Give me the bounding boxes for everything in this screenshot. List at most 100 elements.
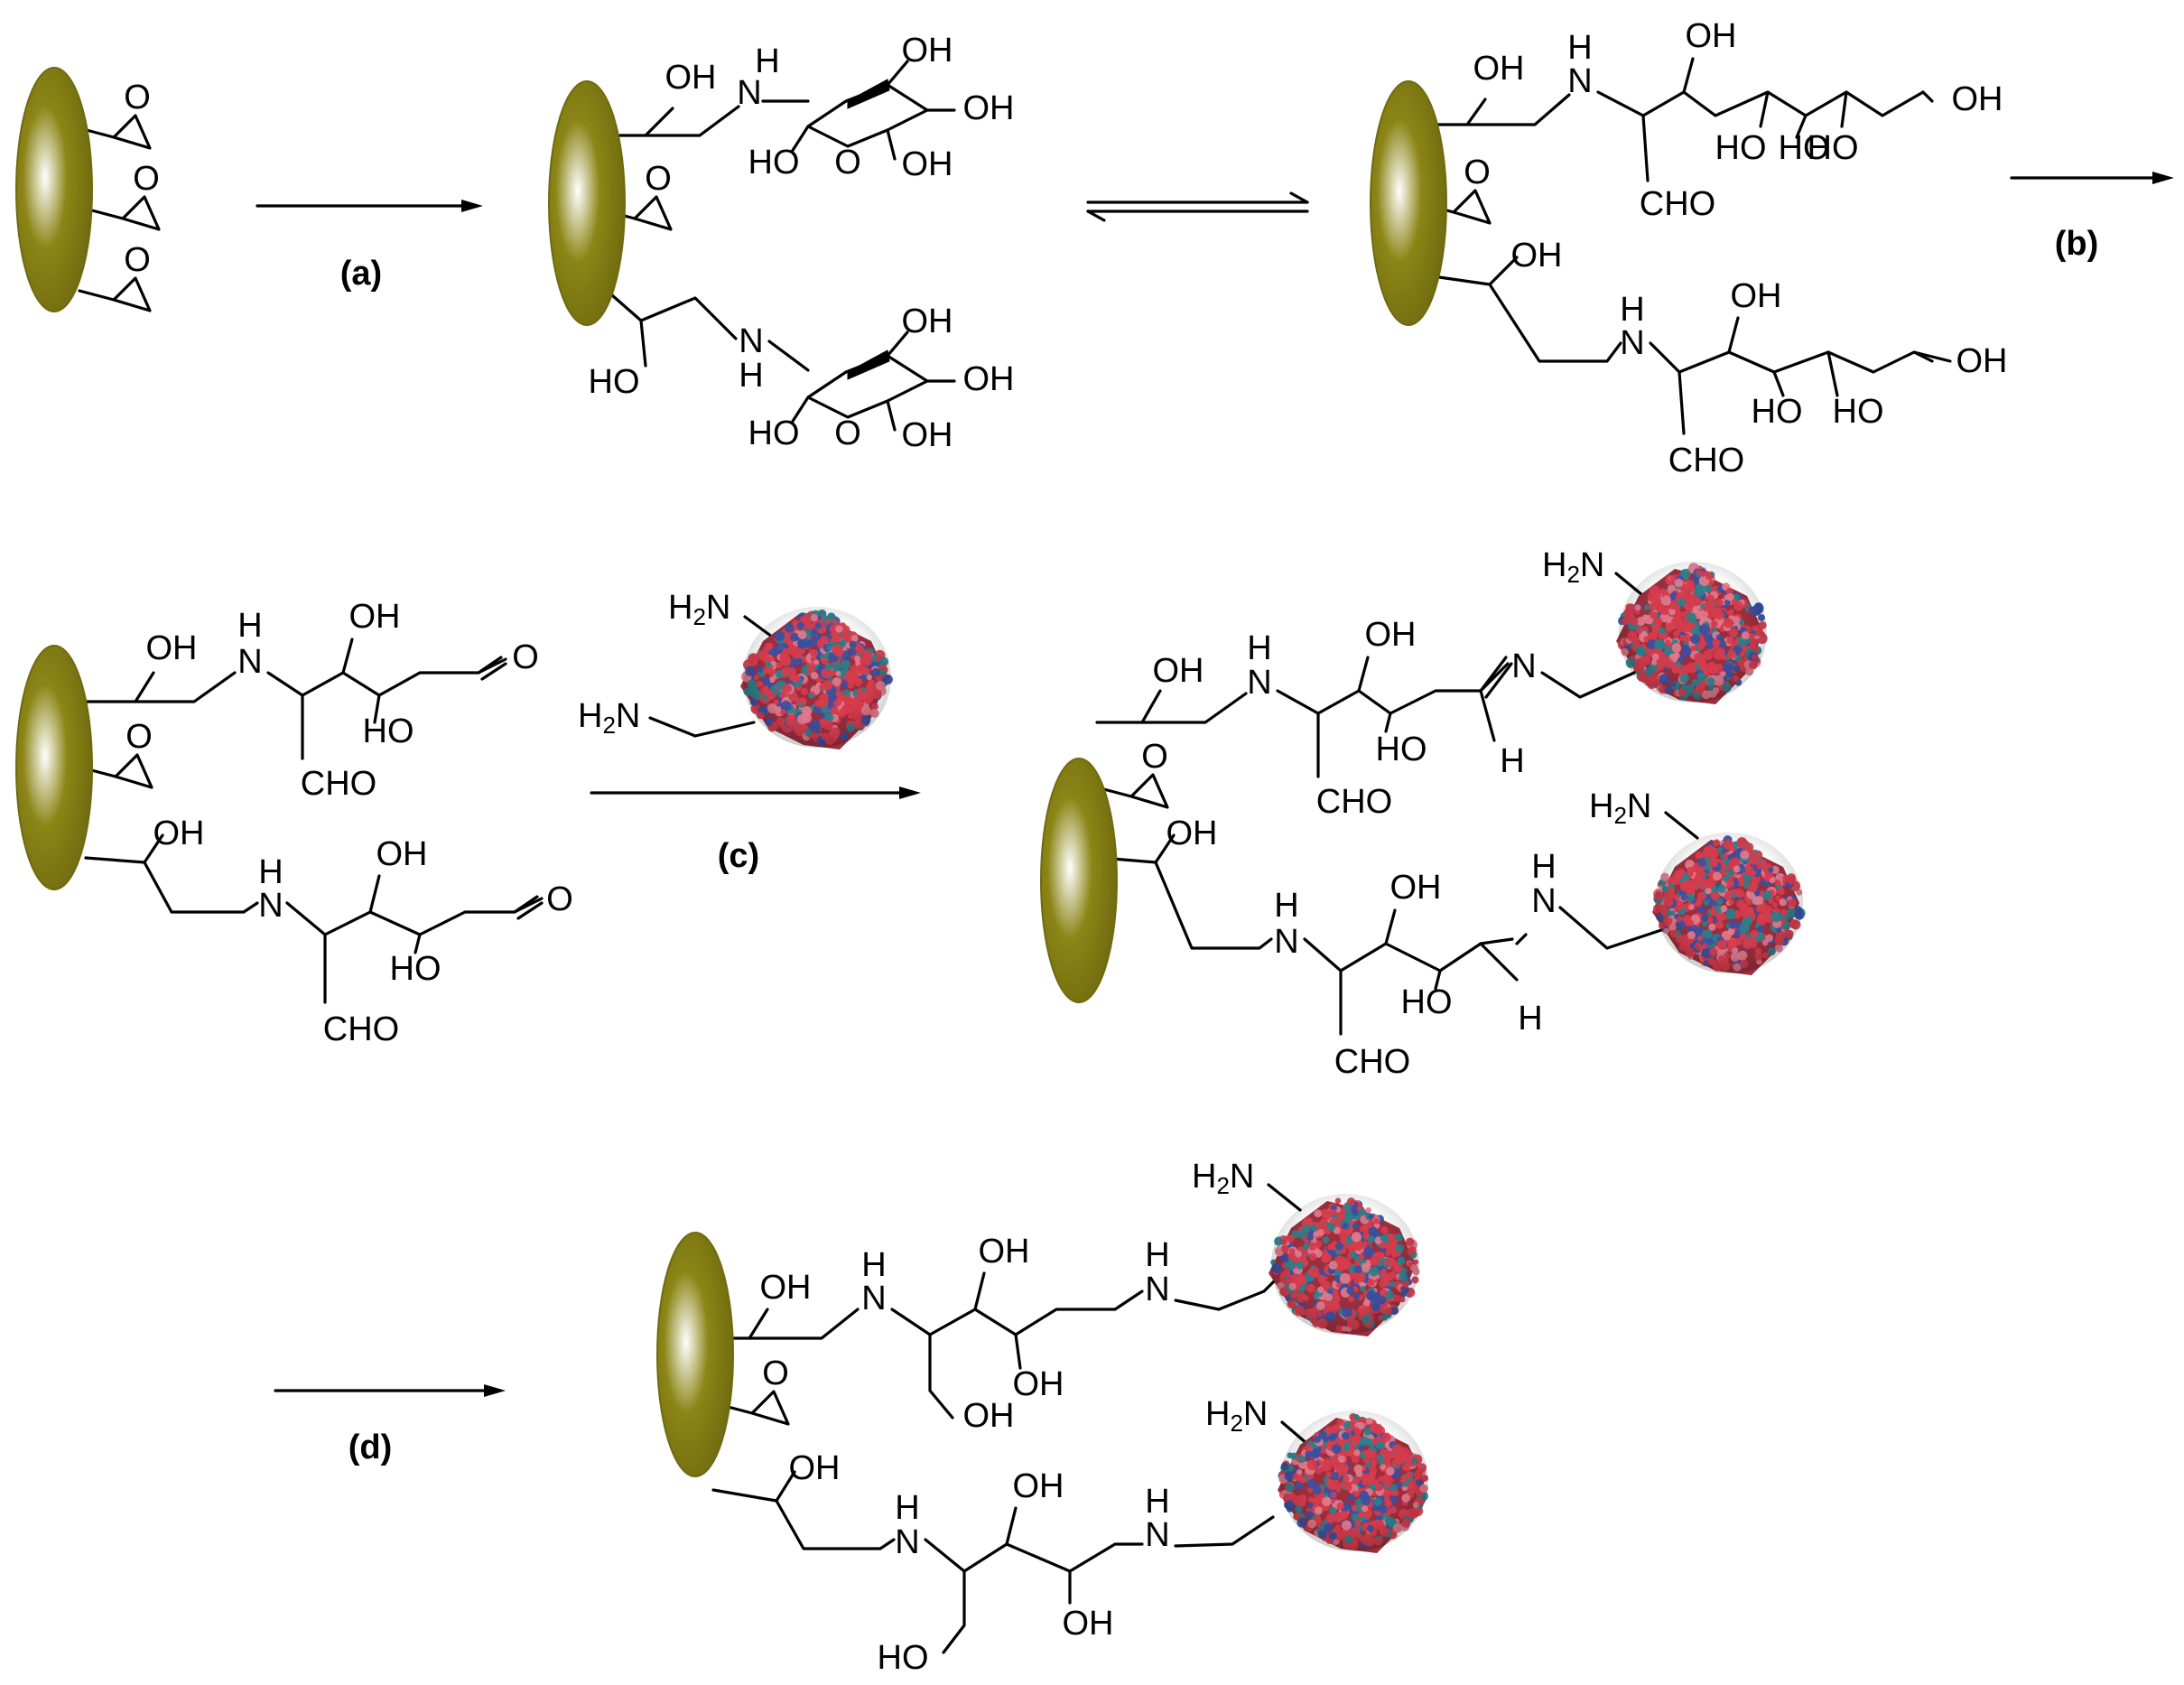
bond-chain — [134, 671, 237, 703]
atom-label-o: O — [512, 638, 539, 676]
step-label-b: (b) — [2055, 225, 2099, 263]
bond — [973, 1271, 986, 1311]
bond-chain — [1140, 692, 1248, 724]
atom-label-h: H — [1274, 887, 1298, 925]
enzyme-protein-icon — [1616, 562, 1768, 704]
bold-bond — [847, 79, 890, 109]
atom-label-oh: OH — [1952, 80, 2003, 118]
epoxide-icon — [121, 195, 161, 231]
support-bead-icon — [15, 645, 93, 890]
atom-label-oh: OH — [1511, 237, 1563, 275]
bond — [373, 694, 381, 724]
atom-label-h: H — [1531, 848, 1556, 886]
atom-label-o: O — [546, 880, 573, 918]
enzyme-shade — [1619, 562, 1767, 703]
atom-label-ho: HO — [748, 144, 800, 182]
amine-n: N — [1627, 787, 1651, 825]
atom-label-h: H — [1620, 291, 1644, 329]
epoxide-icon — [1452, 189, 1492, 225]
atom-label-oh: OH — [1956, 342, 2008, 380]
bond-chain — [928, 1333, 954, 1420]
atom-label-oh: OH — [963, 1397, 1015, 1435]
amine-subscript: 2 — [1566, 561, 1579, 588]
bond — [1267, 1183, 1302, 1212]
atom-label-cho: CHO — [301, 765, 376, 803]
amine-n: N — [706, 589, 730, 627]
amine-label: H2N — [1205, 1395, 1268, 1437]
bond-chain — [1174, 1515, 1275, 1548]
bond — [1772, 370, 1785, 397]
bond-chain — [1596, 90, 1925, 117]
bond-chain — [775, 1499, 896, 1550]
bond — [886, 60, 909, 87]
bond — [368, 874, 381, 914]
bond — [886, 128, 897, 161]
bond — [693, 721, 756, 738]
double-bond — [516, 901, 544, 920]
atom-label-oh: OH — [1153, 652, 1204, 690]
atom-label-n: N — [237, 643, 262, 681]
epoxide-icon — [633, 195, 673, 231]
support-beads — [15, 67, 1447, 1477]
bond-chain — [711, 1470, 796, 1503]
atom-label-n: N — [895, 1523, 919, 1561]
atom-label-ho: HO — [1376, 731, 1427, 768]
bond-chain — [1276, 662, 1510, 715]
bond — [1515, 933, 1528, 945]
atom-label-n: N — [1247, 664, 1271, 702]
epoxide-icon — [112, 114, 152, 150]
atom-label-n: N — [1145, 1516, 1169, 1554]
atom-label-h: H — [237, 607, 262, 645]
amine-h: H — [1589, 787, 1613, 825]
bond-chain — [644, 105, 740, 137]
bond — [1677, 370, 1686, 435]
atom-label-n: N — [1531, 882, 1556, 920]
atom-label-oh: OH — [1686, 17, 1737, 55]
bond — [414, 933, 422, 954]
atom-label-cho: CHO — [1640, 185, 1715, 223]
amine-label: H2N — [668, 589, 730, 630]
bond — [1759, 90, 1770, 128]
bond — [1357, 656, 1370, 693]
amine-h: H — [1542, 546, 1566, 584]
atom-label-ho: HO — [1779, 129, 1830, 167]
bond — [1921, 90, 1934, 103]
step-label-c: (c) — [718, 837, 759, 875]
atom-label-o: O — [834, 144, 861, 182]
arrow-head — [484, 1384, 506, 1397]
atom-label-oh: OH — [665, 59, 717, 97]
bond-chain — [1303, 937, 1514, 973]
epoxide-icon — [114, 753, 153, 789]
bond-chain — [1095, 689, 1162, 724]
enzyme-molecules — [740, 562, 1806, 1553]
bond-chain — [748, 1308, 860, 1340]
amine-subscript: 2 — [1230, 1410, 1242, 1437]
support-bead-icon — [1370, 80, 1447, 326]
epoxide-icon — [112, 276, 152, 312]
bond — [78, 289, 116, 302]
amine-h: H — [1192, 1158, 1216, 1196]
bond-chain — [1649, 341, 1952, 374]
bond — [477, 656, 503, 675]
bond — [1384, 712, 1392, 733]
amine-h: H — [578, 697, 602, 735]
atom-label-oh: OH — [1473, 50, 1525, 88]
bond — [1005, 1506, 1018, 1546]
amine-label: H2N — [1542, 546, 1604, 588]
bond-chain — [285, 897, 544, 936]
atom-label-cho: CHO — [323, 1010, 399, 1048]
atom-label-o: O — [124, 241, 151, 279]
amine-h: H — [668, 589, 692, 627]
atom-label-h: H — [861, 1246, 886, 1284]
atom-label-h: H — [1500, 742, 1524, 780]
amine-label: H2N — [578, 697, 640, 739]
bond-chain — [603, 287, 647, 368]
amine-label: H2N — [1192, 1158, 1254, 1199]
atom-label-cho: CHO — [1668, 442, 1744, 479]
bond — [1014, 1333, 1022, 1370]
atom-label-ho: HO — [1715, 129, 1767, 167]
bond — [790, 396, 810, 424]
arrow-head — [461, 200, 483, 212]
support-bead-icon — [656, 1232, 734, 1477]
